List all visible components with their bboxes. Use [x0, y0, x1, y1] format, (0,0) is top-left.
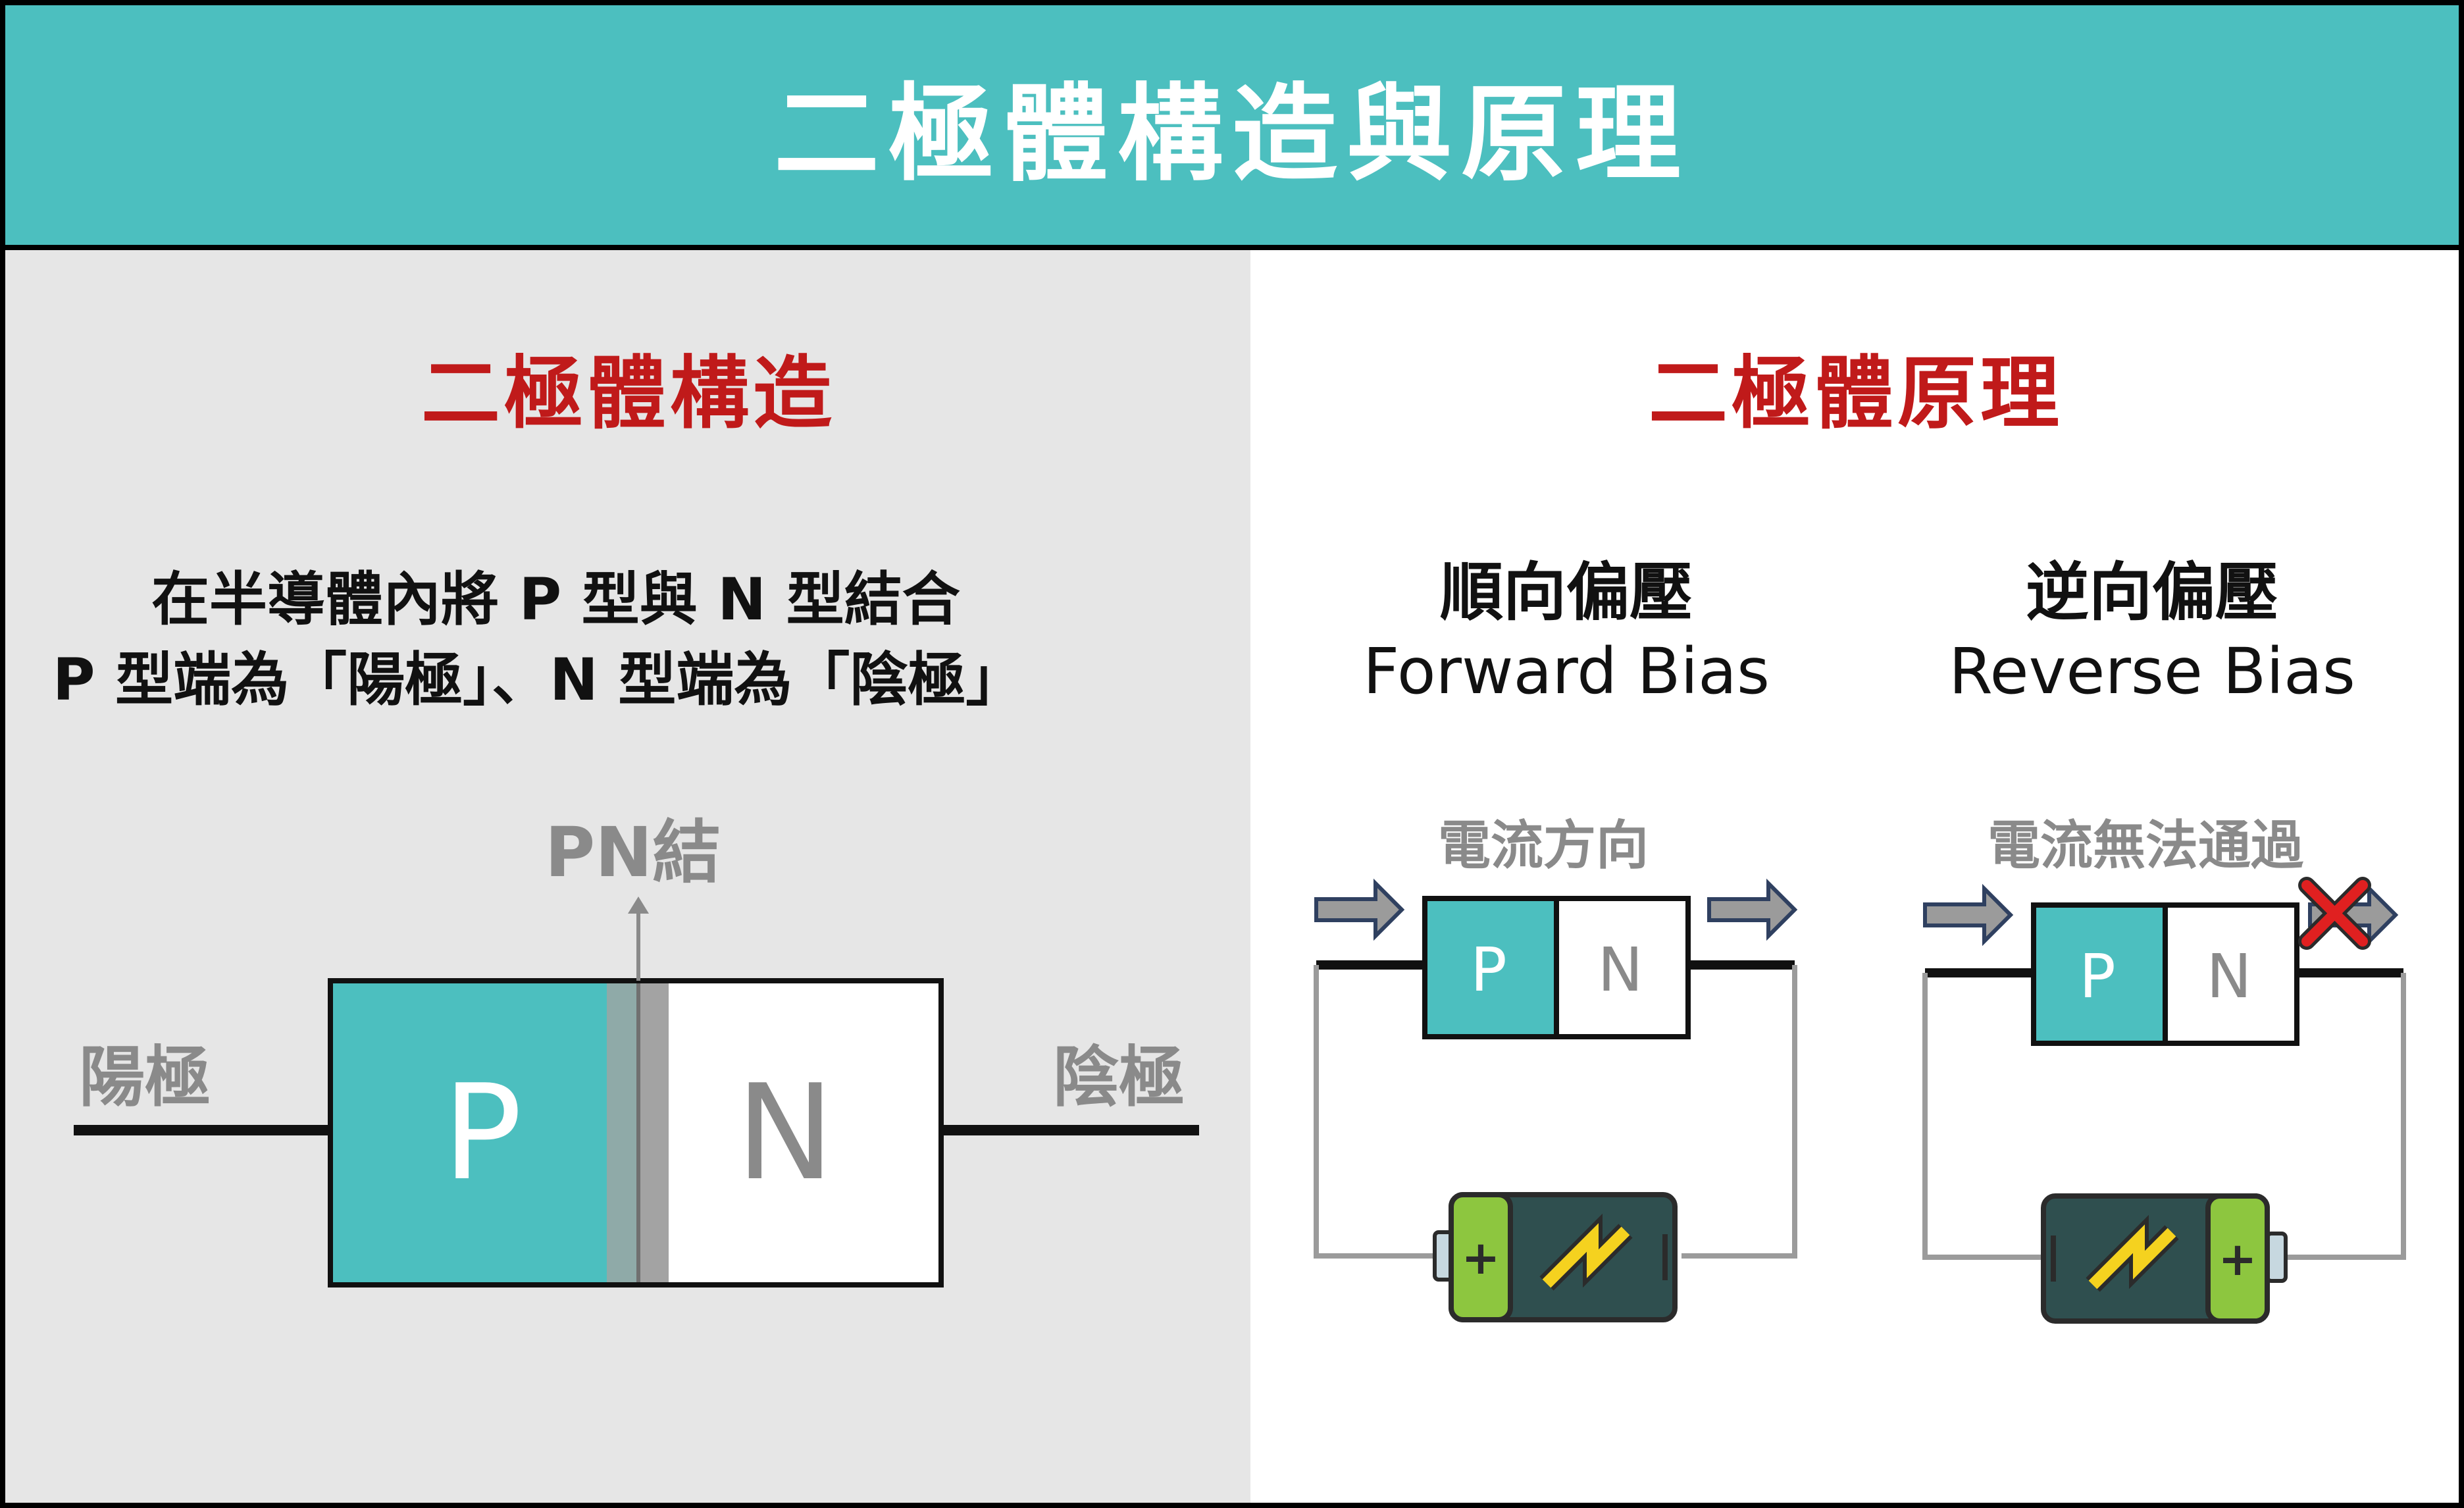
diode-n-letter: N	[736, 1056, 834, 1210]
reverse-bias-circuit: P N +	[1922, 877, 2406, 1324]
reverse-diode-p	[2031, 902, 2168, 1046]
reverse-arrow-in-icon	[1923, 883, 2014, 947]
structure-desc-line1: 在半導體內將 P 型與 N 型結合	[151, 565, 960, 633]
structure-panel	[5, 250, 1250, 1503]
pn-junction-arrowhead	[628, 897, 649, 914]
reverse-p-letter: P	[2079, 941, 2115, 1012]
forward-n-letter: N	[1598, 935, 1643, 1005]
forward-battery-plus: +	[1462, 1231, 1501, 1285]
reverse-current-label: 電流無法通過	[1988, 815, 2303, 876]
depletion-zone-p	[607, 981, 638, 1285]
reverse-wire-loop-left	[1922, 973, 2047, 1260]
forward-bias-circuit: P N +	[1314, 878, 1798, 1322]
forward-diode-p	[1422, 896, 1559, 1039]
reverse-bias-title: 逆向偏壓 Reverse Bias	[1895, 553, 2409, 711]
reverse-bias-title-en: Reverse Bias	[1949, 635, 2355, 708]
forward-arrow-in-icon	[1314, 878, 1405, 941]
header-banner: 二極體構造與原理	[0, 0, 2464, 250]
reverse-n-letter: N	[2207, 941, 2252, 1012]
forward-bias-title-zh: 順向偏壓	[1440, 556, 1693, 629]
diode-p-letter: P	[443, 1056, 523, 1210]
diode-structure: P N	[74, 897, 1199, 1287]
blocked-cross-icon	[2298, 877, 2371, 950]
reverse-diode-n	[2163, 902, 2299, 1046]
principle-title: 二極體原理	[1649, 348, 2063, 440]
forward-arrow-out-icon	[1707, 878, 1798, 941]
reverse-battery-plus: +	[2219, 1232, 2257, 1286]
n-region	[669, 981, 941, 1285]
pn-junction-label: PN結	[545, 812, 721, 893]
forward-current-label: 電流方向	[1438, 815, 1649, 876]
p-region	[330, 981, 607, 1285]
anode-label: 陽極	[79, 1039, 211, 1116]
cathode-label: 陰極	[1053, 1039, 1185, 1116]
reverse-wire-loop-right	[2284, 973, 2406, 1260]
forward-wire-loop-left	[1314, 965, 1438, 1259]
structure-desc-line2: P 型端為「陽極」、N 型端為「陰極」	[53, 646, 1024, 714]
reverse-battery-icon: +	[2041, 1193, 2288, 1324]
structure-title: 二極體構造	[421, 348, 836, 440]
forward-bias-title-en: Forward Bias	[1363, 635, 1770, 708]
forward-diode-n	[1554, 896, 1691, 1039]
page-title: 二極體構造與原理	[773, 72, 1690, 195]
forward-battery-icon: +	[1433, 1192, 1678, 1322]
depletion-zone-n	[638, 981, 669, 1285]
forward-p-letter: P	[1470, 935, 1506, 1005]
diode-outline	[328, 978, 944, 1287]
forward-wire-loop-right	[1681, 965, 1797, 1259]
reverse-bias-title-zh: 逆向偏壓	[2026, 556, 2278, 629]
forward-bias-title: 順向偏壓 Forward Bias	[1316, 553, 1816, 711]
